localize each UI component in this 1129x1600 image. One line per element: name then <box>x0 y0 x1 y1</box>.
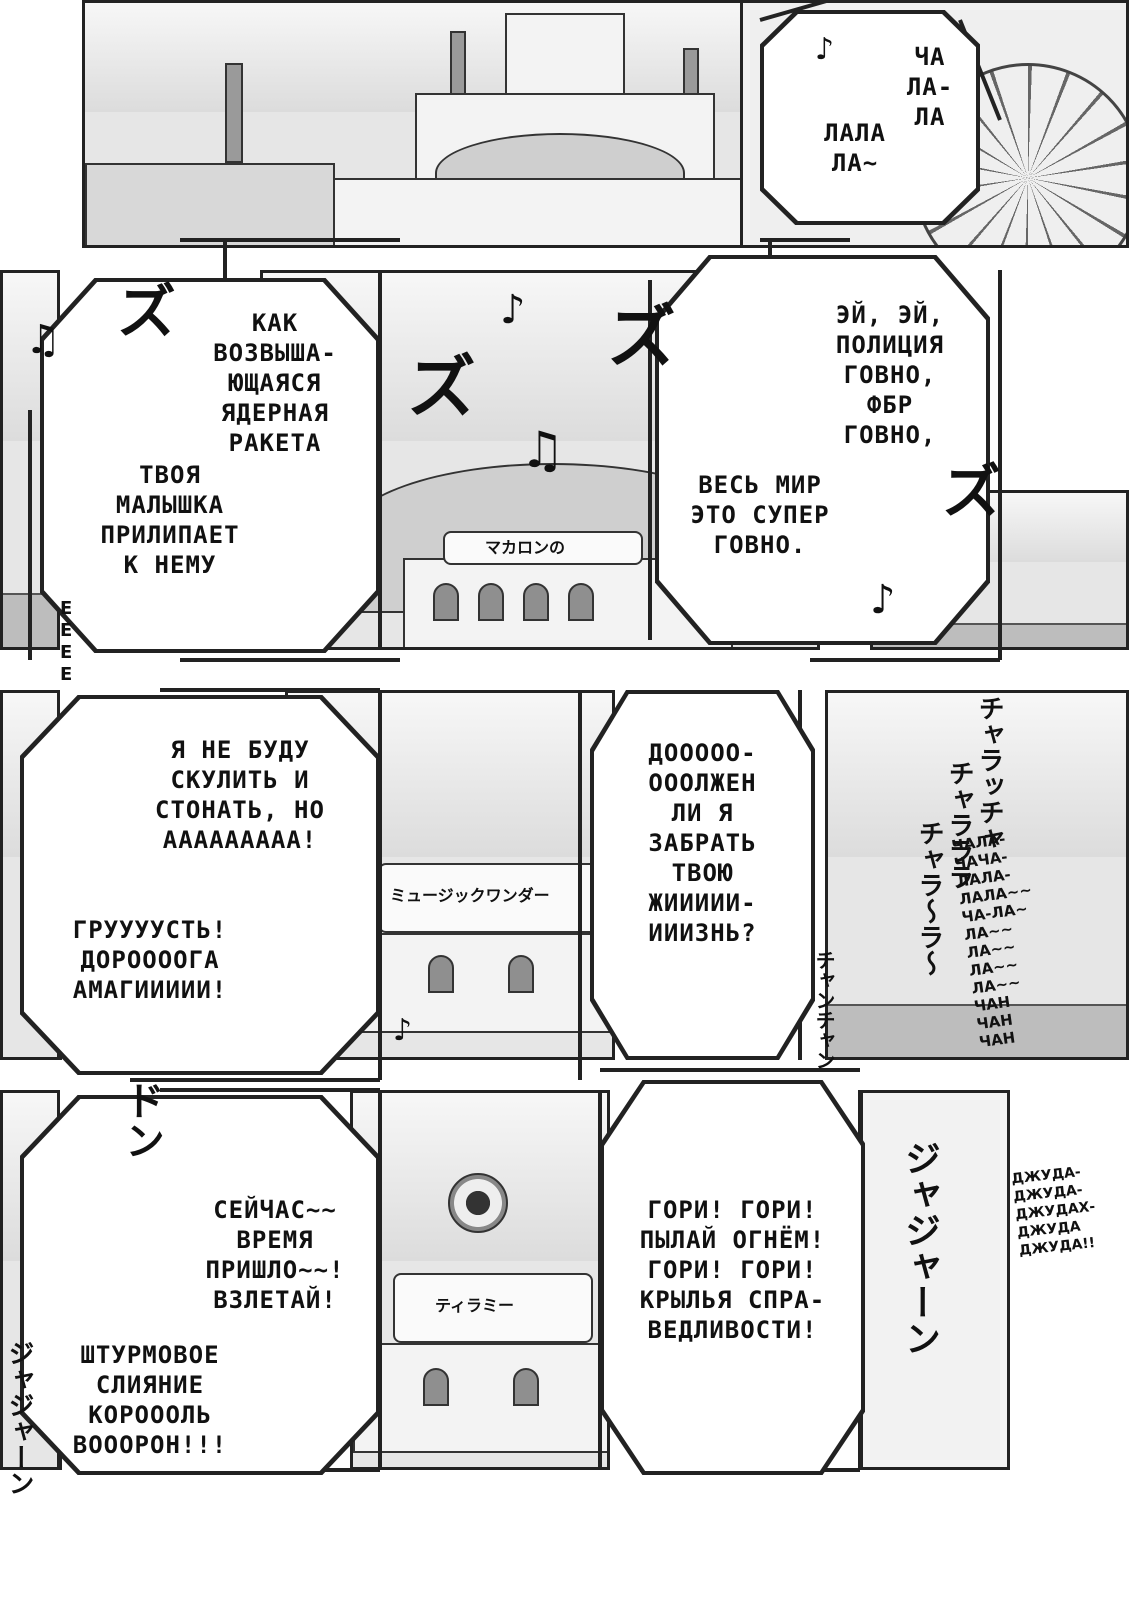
music-note-icon: ♪ <box>815 32 835 67</box>
bubble-text: СЕЙЧАС~~ ВРЕМЯ ПРИШЛО~~! ВЗЛЕТАЙ! <box>205 1196 345 1314</box>
window <box>513 1368 539 1406</box>
speech-bubble-chalala: ЧА ЛА- ЛА ЛАЛА ЛА~ ♪ <box>760 10 980 225</box>
sfx-chara: チャラ〜ラ〜 <box>914 820 944 976</box>
window <box>508 955 534 993</box>
speech-bubble-life: ДООООО- ОООЛЖЕН ЛИ Я ЗАБРАТЬ ТВОЮ ЖИИИИИ… <box>590 690 815 1060</box>
speech-bubble-rocket: КАК ВОЗВЫША- ЮЩАЯСЯ ЯДЕРНАЯ РАКЕТА ТВОЯ … <box>40 278 380 653</box>
music-banner-text: ミュージックワンダー <box>390 886 550 905</box>
speech-bubble-burn: ГОРИ! ГОРИ! ПЫЛАЙ ОГНЁМ! ГОРИ! ГОРИ! КРЫ… <box>600 1080 865 1475</box>
castle-front <box>325 178 765 245</box>
sfx-jajuda: ДЖУДА- ДЖУДА- ДЖУДАХ- ДЖУДА ДЖУДА!! <box>1010 1164 1096 1259</box>
flower-icon <box>448 1173 508 1233</box>
sky <box>828 693 1126 857</box>
sfx-chan: チャンチャン <box>812 950 836 1070</box>
sfx-zu: ズ <box>595 300 677 370</box>
music-note-icon: ♪ <box>870 577 896 623</box>
bubble-text: ЭЙ, ЭЙ, ПОЛИЦИЯ ГОВНО, ФБР ГОВНО, <box>835 301 945 449</box>
bubble-text: Я НЕ БУДУ СКУЛИТЬ И СТОНАТЬ, НО АААААААА… <box>155 736 325 854</box>
music-note-icon: ♫ <box>25 317 61 363</box>
speech-bubble-sadness: Я НЕ БУДУ СКУЛИТЬ И СТОНАТЬ, НО АААААААА… <box>20 695 380 1075</box>
window <box>478 583 504 621</box>
window <box>433 583 459 621</box>
window <box>428 955 454 993</box>
sfx-zu: ズ <box>395 350 477 420</box>
window <box>523 583 549 621</box>
bubble-text: ТВОЯ МАЛЫШКА ПРИЛИПАЕТ К НЕМУ <box>100 461 240 579</box>
bubble-text: ВЕСЬ МИР ЭТО СУПЕР ГОВНО. <box>690 471 830 559</box>
cafe-sign: マカロンの <box>443 531 643 565</box>
sfx-chara: チャラララ <box>944 760 974 890</box>
chimney <box>225 63 243 163</box>
sfx-zu: ズ <box>106 280 176 340</box>
music-banner: ミュージックワンダー <box>378 863 612 933</box>
bubble-text: ЧА ЛА- ЛА <box>906 43 954 131</box>
sfx-zu: ズ <box>931 460 1001 520</box>
sfx-chara: チャラッチャ <box>974 695 1004 851</box>
bubble-text: ЛАЛА ЛА~ <box>824 119 886 177</box>
panel-flower-shop: ティラミー <box>350 1090 610 1470</box>
panel-right-row3 <box>825 690 1129 1060</box>
bubble-text: ШТУРМОВОЕ СЛИЯНИЕ КОРОООЛЬ ВОООРОН!!! <box>72 1341 228 1459</box>
treble-clef-icon: ♪ <box>393 1013 413 1048</box>
bubble-text: ДООООО- ОООЛЖЕН ЛИ Я ЗАБРАТЬ ТВОЮ ЖИИИИИ… <box>648 739 757 947</box>
flower-building <box>353 1343 607 1453</box>
flower-sign: ティラミー <box>393 1273 593 1343</box>
sfx-eee: Е Е Е Е <box>60 598 73 685</box>
fence-wall <box>85 163 335 245</box>
bubble-text: КАК ВОЗВЫША- ЮЩАЯСЯ ЯДЕРНАЯ РАКЕТА <box>213 309 337 457</box>
panel-castle <box>82 0 782 248</box>
ground <box>828 1004 1126 1057</box>
bubble-text: ГРУУУУСТЬ! ДОРОООOГА АМАГИИИИИ! <box>72 916 228 1004</box>
cafe-sign-text: マカロンの <box>485 538 566 557</box>
window <box>568 583 594 621</box>
sfx-jajaan: ジャジャーン <box>4 1340 34 1496</box>
sfx-do: ドン <box>118 1080 164 1160</box>
flower-sign-text: ティラミー <box>435 1296 515 1315</box>
speech-bubble-police: ЭЙ, ЭЙ, ПОЛИЦИЯ ГОВНО, ФБР ГОВНО, ВЕСЬ М… <box>655 255 990 645</box>
speech-bubble-takeoff: СЕЙЧАС~~ ВРЕМЯ ПРИШЛО~~! ВЗЛЕТАЙ! ШТУРМО… <box>20 1095 380 1475</box>
bubble-text: ГОРИ! ГОРИ! ПЫЛАЙ ОГНЁМ! ГОРИ! ГОРИ! КРЫ… <box>639 1196 826 1344</box>
music-note-icon: ♫ <box>520 421 565 479</box>
sfx-jajaan-right: ジャジャーン <box>899 1140 940 1356</box>
window <box>423 1368 449 1406</box>
music-note-icon: ♪ <box>500 287 526 333</box>
